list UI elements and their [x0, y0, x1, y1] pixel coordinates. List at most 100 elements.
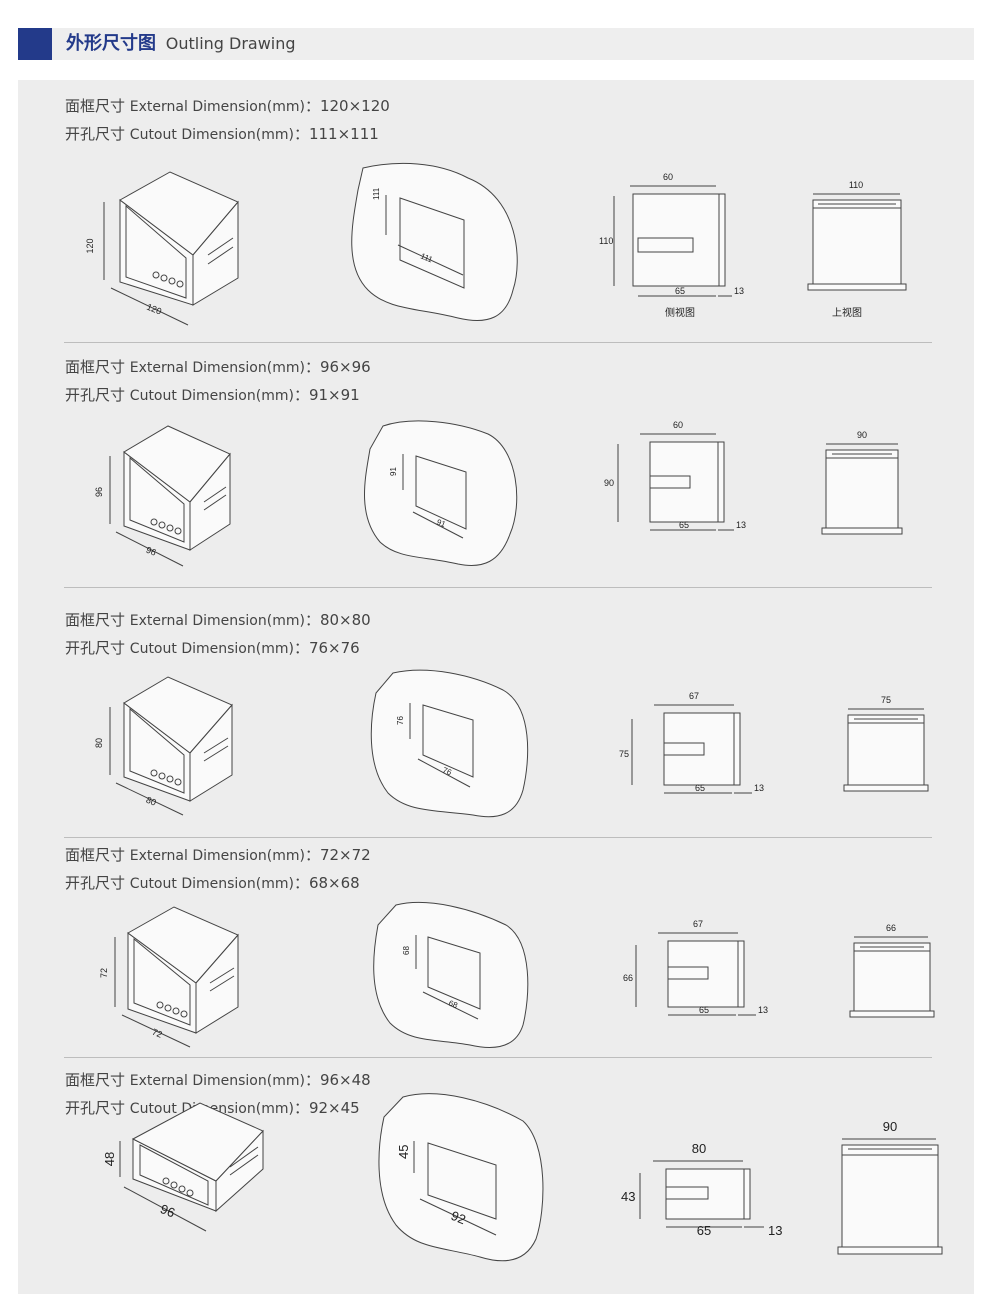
cutout-dimension-line: 开孔尺寸 Cutout Dimension(mm)：76×76	[65, 639, 360, 657]
external-prefix: 面框尺寸	[65, 97, 126, 115]
side-depth-label: 67	[689, 691, 699, 701]
side-panel-label: 13	[754, 783, 764, 793]
top-width-label: 75	[881, 695, 891, 705]
external-dimension-line: 面框尺寸 External Dimension(mm)：72×72	[65, 846, 371, 864]
front-width-label: 72	[151, 1027, 164, 1040]
top-view: 90	[837, 1119, 943, 1255]
cutout-value: 68×68	[308, 874, 360, 892]
external-en: External Dimension(mm)	[129, 613, 305, 629]
external-value: 96×96	[319, 358, 371, 376]
side-view: 60 90 65 13	[604, 420, 746, 531]
side-panel-label: 13	[734, 286, 744, 296]
title-cn: 外形尺寸图	[66, 33, 156, 54]
external-prefix: 面框尺寸	[65, 611, 126, 629]
cutout-view: 76 76	[370, 669, 529, 818]
section-divider	[64, 1057, 932, 1058]
front-width-label: 96	[158, 1201, 177, 1220]
section-header: 外形尺寸图 Outling Drawing	[18, 28, 974, 60]
side-view: 67 66 65 13	[623, 919, 768, 1016]
cutout-en: Cutout Dimension(mm)	[129, 641, 294, 657]
front-view: 120 120	[85, 171, 239, 326]
side-body-label: 65	[679, 520, 689, 530]
top-view: 75	[843, 695, 929, 792]
side-depth-label: 60	[673, 420, 683, 430]
cutout-height-label: 111	[372, 187, 381, 200]
cutout-dimension-line: 开孔尺寸 Cutout Dimension(mm)：68×68	[65, 874, 360, 892]
cutout-view: 111 111	[351, 162, 518, 322]
cutout-en: Cutout Dimension(mm)	[129, 876, 294, 892]
top-view: 90	[821, 430, 903, 535]
section-120-drawings: 120 120 111 111 60 110 65	[85, 162, 907, 326]
external-dimension-line: 面框尺寸 External Dimension(mm)：96×48	[65, 1071, 371, 1089]
side-view: 67 75 65 13	[619, 691, 764, 794]
cutout-prefix: 开孔尺寸	[65, 639, 126, 657]
section-divider	[64, 342, 932, 343]
cutout-value: 76×76	[308, 639, 360, 657]
side-height-label: 43	[621, 1189, 635, 1204]
cutout-width-label: 68	[447, 999, 459, 1011]
external-value: 72×72	[319, 846, 371, 864]
header-accent-block	[18, 28, 52, 60]
front-view: 48 96	[102, 1102, 264, 1232]
cutout-en: Cutout Dimension(mm)	[129, 388, 294, 404]
front-height-label: 120	[85, 238, 95, 253]
side-body-label: 65	[695, 783, 705, 793]
cutout-height-label: 45	[396, 1145, 411, 1159]
top-view: 66	[849, 923, 935, 1018]
drawings-panel: 面框尺寸 External Dimension(mm)：120×120 开孔尺寸…	[18, 80, 974, 1294]
top-width-label: 110	[849, 180, 863, 190]
cutout-value: 92×45	[308, 1099, 360, 1117]
front-view: 72 72	[99, 906, 239, 1048]
top-view-caption: 上视图	[832, 306, 862, 319]
external-value: 96×48	[319, 1071, 371, 1089]
external-en: External Dimension(mm)	[129, 1073, 305, 1089]
section-96-drawings: 96 96 91 91 60 90 65	[94, 420, 903, 567]
cutout-value: 111×111	[308, 125, 379, 143]
external-prefix: 面框尺寸	[65, 1071, 126, 1089]
section-80-drawings: 80 80 76 76 67 75 65	[94, 669, 929, 818]
side-body-label: 65	[699, 1005, 709, 1015]
front-width-label: 120	[145, 302, 163, 317]
side-height-label: 75	[619, 749, 629, 759]
cutout-height-label: 91	[389, 467, 398, 476]
external-en: External Dimension(mm)	[129, 360, 305, 376]
front-view: 80 80	[94, 676, 233, 816]
front-width-label: 80	[145, 795, 158, 808]
cutout-value: 91×91	[308, 386, 360, 404]
title-en: Outling Drawing	[165, 34, 296, 53]
side-height-label: 66	[623, 973, 633, 983]
section-72-drawings: 72 72 68 68 67 66 65	[99, 902, 935, 1048]
top-width-label: 90	[857, 430, 867, 440]
top-view: 110 上视图	[807, 180, 907, 319]
cutout-en: Cutout Dimension(mm)	[129, 127, 294, 143]
front-height-label: 48	[102, 1152, 117, 1166]
external-en: External Dimension(mm)	[129, 99, 305, 115]
cutout-height-label: 76	[396, 716, 405, 725]
front-width-label: 96	[145, 545, 158, 558]
external-dimension-line: 面框尺寸 External Dimension(mm)：120×120	[65, 97, 390, 115]
front-height-label: 96	[94, 487, 104, 497]
cutout-dimension-line: 开孔尺寸 Cutout Dimension(mm)：91×91	[65, 386, 360, 404]
side-view-caption: 侧视图	[665, 306, 695, 319]
side-depth-label: 80	[692, 1141, 706, 1156]
cutout-height-label: 68	[402, 946, 411, 955]
external-value: 120×120	[319, 97, 390, 115]
cutout-width-label: 111	[419, 252, 434, 265]
section-divider	[64, 837, 932, 838]
cutout-width-label: 91	[435, 518, 447, 530]
side-height-label: 110	[599, 236, 613, 246]
page-title: 外形尺寸图 Outling Drawing	[66, 33, 296, 55]
side-view: 80 43 65 13	[621, 1141, 782, 1238]
cutout-width-label: 92	[449, 1208, 468, 1227]
side-panel-label: 13	[758, 1005, 768, 1015]
cutout-view: 91 91	[364, 420, 518, 566]
cutout-prefix: 开孔尺寸	[65, 125, 126, 143]
side-panel-label: 13	[736, 520, 746, 530]
front-height-label: 80	[94, 738, 104, 748]
top-width-label: 66	[886, 923, 896, 933]
cutout-view: 45 92	[378, 1093, 544, 1262]
external-dimension-line: 面框尺寸 External Dimension(mm)：80×80	[65, 611, 371, 629]
cutout-view: 68 68	[373, 902, 529, 1048]
side-height-label: 90	[604, 478, 614, 488]
cutout-prefix: 开孔尺寸	[65, 874, 126, 892]
